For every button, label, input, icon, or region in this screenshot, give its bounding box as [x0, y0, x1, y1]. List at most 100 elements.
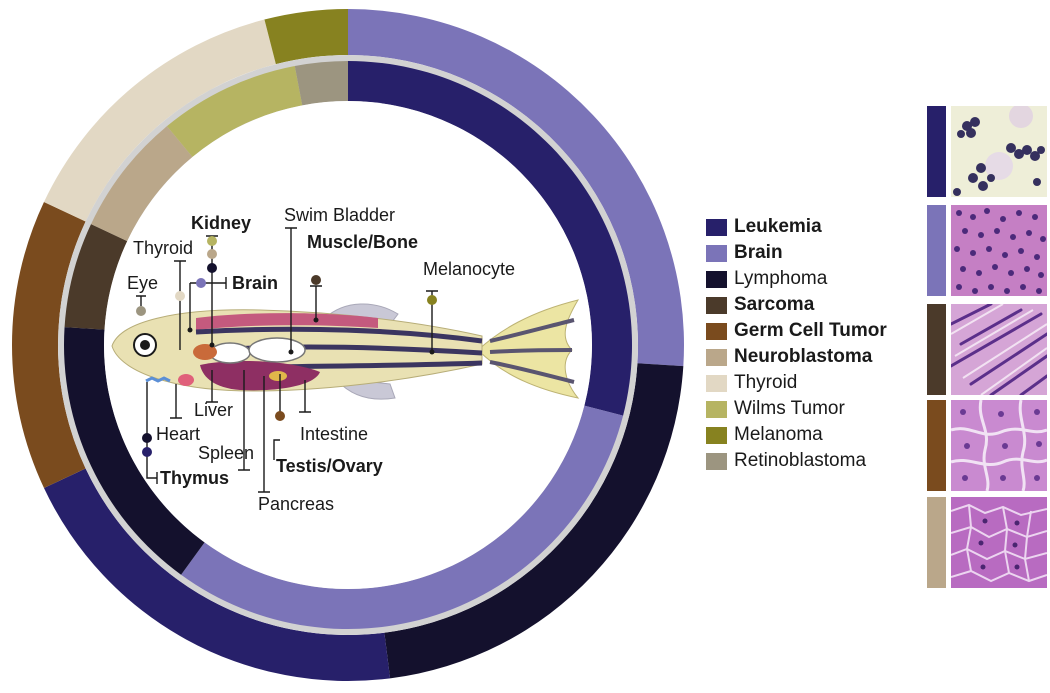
inner-ring-segment-retino: [294, 61, 348, 106]
brain-tumor-image: [951, 205, 1047, 296]
label-swim-bladder: Swim Bladder: [284, 205, 395, 225]
outer-ring-segment-germ: [12, 201, 86, 489]
legend-swatch: [706, 348, 727, 366]
label-muscle-bone: Muscle/Bone: [307, 232, 418, 252]
histology-panel-column: [927, 106, 1047, 591]
eye-pupil: [140, 340, 150, 350]
histology-row-germ-cell: [927, 400, 1047, 491]
cancer-type-legend: Leukemia Brain Lymphoma Sarcoma Germ Cel…: [706, 214, 887, 474]
kidney-dot-lymphoma: [207, 263, 217, 273]
label-spleen: Spleen: [198, 443, 254, 463]
testis-leader: [273, 374, 281, 460]
legend-label: Germ Cell Tumor: [734, 320, 887, 341]
neuroblastoma-micrograph: [951, 497, 1047, 588]
legend-item-leukemia: Leukemia: [706, 214, 887, 240]
eye-dot: [136, 306, 146, 316]
neuroblastoma-image: [951, 497, 1047, 588]
gonad-organ: [269, 371, 287, 381]
legend-item-brain: Brain: [706, 240, 887, 266]
marker-dots: [136, 236, 437, 457]
histology-color-bar: [927, 205, 946, 296]
legend-label: Neuroblastoma: [734, 346, 873, 367]
outer-ring-segment-leukemia: [43, 468, 391, 681]
legend-swatch: [706, 322, 727, 340]
brain-dot: [196, 278, 206, 288]
legend-label: Thyroid: [734, 372, 798, 393]
heart-leader: [170, 384, 182, 419]
label-thyroid: Thyroid: [133, 238, 193, 258]
germ-cell-tumor-micrograph: [951, 400, 1047, 491]
inner-ring-segment-sarcoma: [64, 224, 128, 330]
inner-ring-segment-wilms: [166, 66, 303, 157]
label-leaders: [136, 227, 438, 493]
legend-item-wilms-tumor: Wilms Tumor: [706, 396, 887, 422]
sarcoma-micrograph: [951, 304, 1047, 395]
brain-leader-end: [187, 327, 193, 333]
zebrafish-illustration: [111, 299, 580, 400]
label-liver: Liver: [194, 400, 233, 420]
histology-row-brain: [927, 205, 1047, 296]
legend-swatch: [706, 218, 727, 236]
muscle-band: [196, 313, 378, 330]
legend-label: Melanoma: [734, 424, 823, 445]
kidney-leader-end: [209, 342, 215, 348]
legend-label: Sarcoma: [734, 294, 815, 315]
tail-stripe-2: [489, 348, 573, 354]
swim-bladder-posterior: [248, 337, 306, 363]
swim-leader: [285, 227, 297, 352]
thyroid-dot: [175, 291, 185, 301]
legend-item-thyroid: Thyroid: [706, 370, 887, 396]
label-melanocyte: Melanocyte: [423, 259, 515, 279]
label-thymus: Thymus: [160, 468, 229, 488]
legend-label: Wilms Tumor: [734, 398, 845, 419]
outer-ring: [12, 9, 684, 681]
tail-stripe-3: [489, 360, 575, 384]
label-eye: Eye: [127, 273, 158, 293]
kidney-dot-neuro: [207, 249, 217, 259]
outer-ring-segment-thyroid: [43, 19, 276, 222]
legend-item-germ-cell-tumor: Germ Cell Tumor: [706, 318, 887, 344]
label-kidney: Kidney: [191, 213, 251, 233]
outer-ring-segment-melanoma: [264, 9, 348, 65]
brain-tumor-micrograph: [951, 205, 1047, 296]
eye-leader: [136, 295, 146, 306]
histology-row-neuroblastoma: [927, 497, 1047, 588]
inner-ring-segment-neuro: [91, 126, 193, 242]
legend-item-lymphoma: Lymphoma: [706, 266, 887, 292]
label-pancreas: Pancreas: [258, 494, 334, 514]
legend-item-melanoma: Melanoma: [706, 422, 887, 448]
legend-item-retinoblastoma: Retinoblastoma: [706, 448, 887, 474]
thymus-leader: [146, 382, 158, 484]
inner-ring: [63, 61, 633, 629]
legend-swatch: [706, 426, 727, 444]
legend-label: Leukemia: [734, 216, 822, 237]
outer-ring-segment-lymphoma: [384, 363, 684, 679]
organ-labels: Kidney Swim Bladder Thyroid Muscle/Bone …: [127, 205, 515, 514]
legend-swatch: [706, 244, 727, 262]
histology-color-bar: [927, 106, 946, 197]
legend-label: Lymphoma: [734, 268, 828, 289]
swim-leader-end: [288, 349, 294, 355]
outer-ring-segment-brain: [348, 9, 684, 367]
legend-item-neuroblastoma: Neuroblastoma: [706, 344, 887, 370]
legend-swatch: [706, 400, 727, 418]
legend-item-sarcoma: Sarcoma: [706, 292, 887, 318]
label-brain: Brain: [232, 273, 278, 293]
legend-label: Retinoblastoma: [734, 450, 867, 471]
histology-color-bar: [927, 304, 946, 395]
thymus-organ: [145, 376, 171, 383]
legend-swatch: [706, 452, 727, 470]
stripe-1: [195, 326, 483, 344]
pancreas-leader: [258, 376, 270, 493]
intestine-leader: [299, 380, 311, 413]
inner-ring-segment-lymphoma: [63, 327, 205, 575]
histology-row-sarcoma: [927, 304, 1047, 395]
sarcoma-image: [951, 304, 1047, 395]
legend-swatch: [706, 374, 727, 392]
blood-smear-micrograph: [951, 106, 1047, 197]
inner-ring-segment-leukemia: [348, 61, 633, 416]
melanocyte-leader-end: [429, 349, 435, 355]
label-intestine: Intestine: [300, 424, 368, 444]
histology-color-bar: [927, 400, 946, 491]
